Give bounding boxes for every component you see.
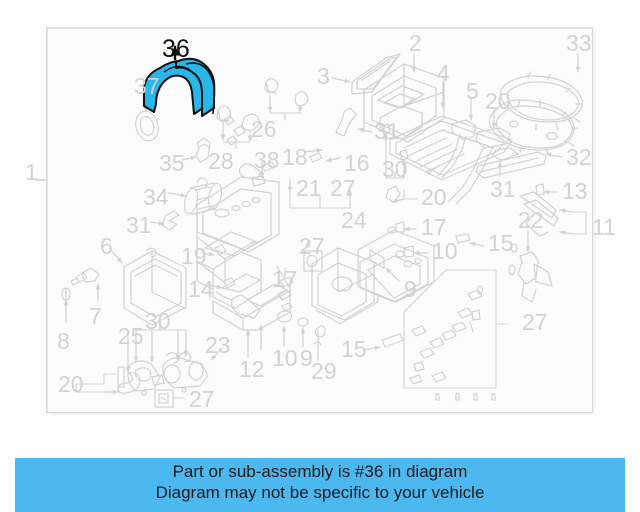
callout-29: 29 (311, 358, 337, 384)
callout-27-center: 27 (299, 233, 325, 259)
callout-10-lower: 10 (272, 345, 298, 371)
callout-31-right: 31 (490, 176, 516, 202)
callout-4: 4 (437, 60, 450, 86)
callout-17-mid: 17 (421, 214, 447, 240)
callout-12: 12 (239, 356, 265, 382)
banner-line-2: Diagram may not be specific to your vehi… (155, 483, 485, 502)
callout-13: 13 (562, 178, 588, 204)
callout-9-right: 9 (404, 276, 417, 302)
callout-19: 19 (181, 243, 207, 269)
callout-30-upper: 30 (382, 156, 408, 182)
callout-30-lower: 30 (145, 308, 171, 334)
callout-9-lower: 9 (300, 345, 313, 371)
callout-37: 37 (134, 73, 160, 99)
callout-7: 7 (89, 303, 102, 329)
callout-31-left: 31 (126, 212, 152, 238)
callout-31-center: 31 (374, 118, 400, 144)
callout-38: 38 (254, 147, 280, 173)
callout-11: 11 (592, 214, 616, 240)
callout-8: 8 (57, 328, 70, 354)
callout-27-lower: 27 (189, 386, 215, 412)
diagram-artwork (35, 44, 587, 408)
callout-33: 33 (566, 30, 592, 56)
callout-1: 1 (25, 159, 38, 185)
callout-15-lower: 15 (341, 336, 367, 362)
diagram-frame (46, 27, 593, 413)
callout-5: 5 (466, 78, 479, 104)
info-banner: Part or sub-assembly is #36 in diagram D… (15, 458, 625, 512)
callout-26: 26 (251, 116, 277, 142)
callout-20-upper: 20 (485, 88, 511, 114)
callout-24: 24 (341, 207, 367, 233)
banner-line-1: Part or sub-assembly is #36 in diagram (172, 462, 468, 481)
callout-20-lower: 20 (58, 371, 84, 397)
callout-35: 35 (159, 150, 185, 176)
callout-15-mid: 15 (488, 230, 514, 256)
callout-17-center: 17 (272, 266, 298, 292)
callout-20-mid: 20 (421, 184, 447, 210)
callout-25: 25 (118, 323, 144, 349)
callout-10-mid: 10 (432, 238, 458, 264)
callout-2: 2 (409, 30, 422, 56)
callout-23: 23 (205, 332, 231, 358)
callout-18-upper: 18 (282, 144, 308, 170)
callout-34: 34 (143, 184, 169, 210)
callout-36-active: 36 (162, 35, 190, 63)
callout-21: 21 (296, 175, 322, 201)
callout-22: 22 (518, 207, 544, 233)
callout-14: 14 (188, 276, 214, 302)
callout-16: 16 (344, 150, 370, 176)
highlighted-part-36-shape (143, 44, 216, 117)
callout-27-upper: 27 (330, 175, 356, 201)
callout-3: 3 (317, 63, 330, 89)
callout-27-right: 27 (522, 309, 548, 335)
callout-32: 32 (566, 144, 592, 170)
callout-28: 28 (208, 148, 234, 174)
callout-6: 6 (100, 233, 113, 259)
